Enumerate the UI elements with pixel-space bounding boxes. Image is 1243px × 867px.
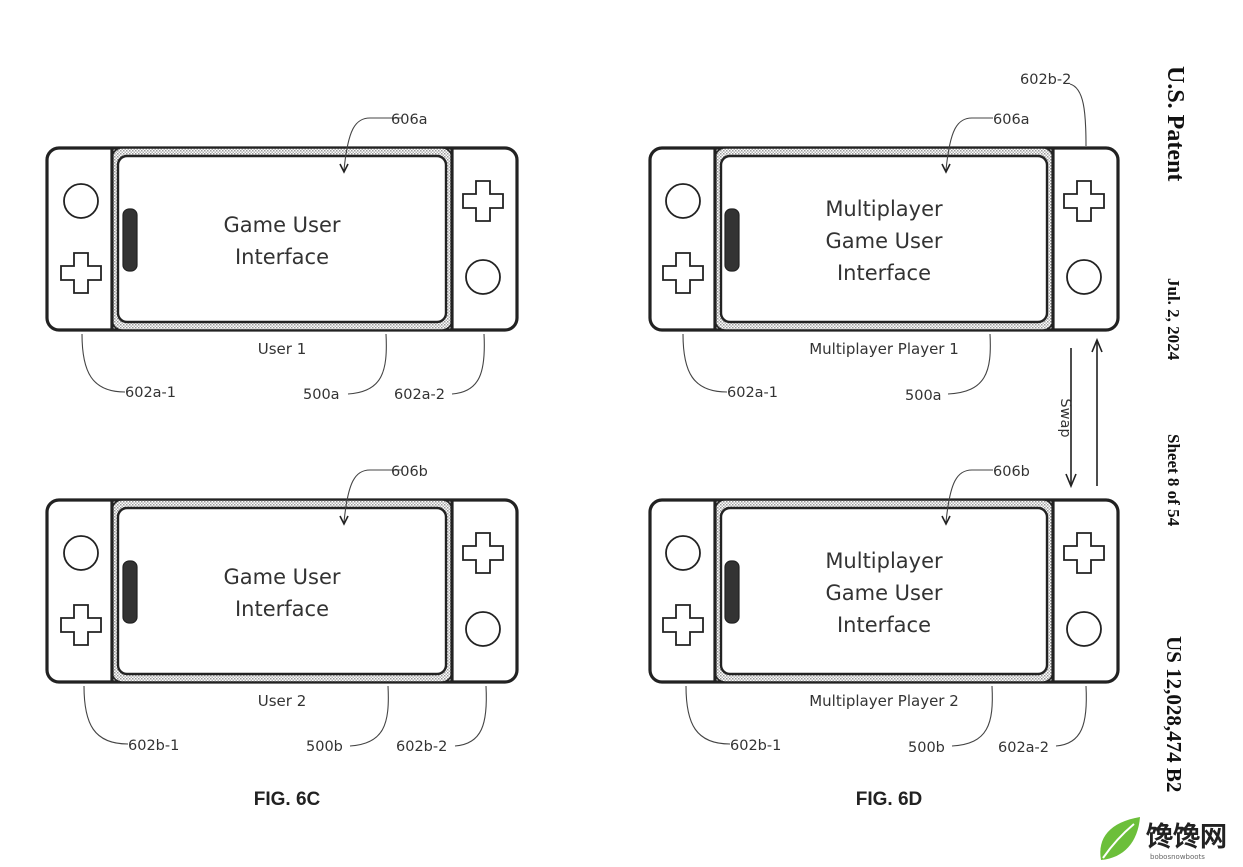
header-publisher: U.S. Patent bbox=[1162, 66, 1188, 181]
ref-display: 606b bbox=[993, 464, 1030, 480]
ref-left-controller: 602b-1 bbox=[128, 738, 179, 754]
ref-device: 500b bbox=[306, 739, 343, 755]
device-500a-fig6d: Multiplayer Game User Interface Multipla… bbox=[648, 72, 1120, 404]
display-screen bbox=[116, 154, 448, 324]
button-circle-icon bbox=[63, 183, 99, 219]
display-screen bbox=[719, 506, 1049, 676]
screen-line-1: Multiplayer bbox=[825, 549, 943, 573]
watermark-text: 馋馋网 bbox=[1146, 822, 1227, 853]
button-circle-icon bbox=[63, 535, 99, 571]
device-500b-fig6d: Multiplayer Game User Interface Multipla… bbox=[648, 464, 1120, 756]
button-circle-icon bbox=[465, 611, 501, 647]
camera-notch bbox=[724, 208, 740, 272]
ref-left-controller: 602a-1 bbox=[125, 385, 176, 401]
header-date: Jul. 2, 2024 bbox=[1164, 278, 1183, 361]
screen-line-2: Game User bbox=[825, 229, 942, 253]
header-patent-number: US 12,028,474 B2 bbox=[1162, 636, 1186, 792]
figure-label: FIG. 6C bbox=[254, 789, 321, 810]
device-500a-fig6c: Game User Interface User 1 606a 602a-1 5… bbox=[45, 112, 519, 403]
ref-right-controller: 602a-2 bbox=[998, 740, 1049, 756]
ref-left-controller: 602b-1 bbox=[730, 738, 781, 754]
screen-line-2: Interface bbox=[235, 245, 329, 269]
device-500b-fig6c: Game User Interface User 2 606b 602b-1 5… bbox=[45, 464, 519, 755]
ref-device: 500a bbox=[303, 387, 340, 403]
button-circle-icon bbox=[665, 535, 701, 571]
display-screen bbox=[719, 154, 1049, 324]
device-caption: Multiplayer Player 2 bbox=[809, 692, 959, 710]
button-circle-icon bbox=[465, 259, 501, 295]
ref-right-controller: 602b-2 bbox=[396, 739, 447, 755]
device-caption: User 2 bbox=[258, 692, 307, 710]
swap-arrows: Swap bbox=[1057, 337, 1103, 489]
fig-6c: Game User Interface User 1 606a 602a-1 5… bbox=[45, 112, 519, 810]
screen-line-1: Game User bbox=[223, 565, 340, 589]
camera-notch bbox=[724, 560, 740, 624]
watermark-subtext: bobosnowboots bbox=[1150, 853, 1205, 861]
header-sheet: Sheet 8 of 54 bbox=[1164, 434, 1183, 527]
site-watermark: 馋馋网 bobosnowboots bbox=[1100, 817, 1227, 861]
device-caption: Multiplayer Player 1 bbox=[809, 340, 959, 358]
camera-notch bbox=[122, 560, 138, 624]
fig-6d: Multiplayer Game User Interface Multipla… bbox=[648, 72, 1120, 810]
ref-device: 500a bbox=[905, 388, 942, 404]
leaf-logo-icon bbox=[1100, 817, 1140, 860]
ref-left-controller: 602a-1 bbox=[727, 385, 778, 401]
patent-header: U.S. Patent Jul. 2, 2024 Sheet 8 of 54 U… bbox=[1162, 66, 1188, 792]
screen-line-1: Multiplayer bbox=[825, 197, 943, 221]
device-caption: User 1 bbox=[258, 340, 307, 358]
ref-top-right-controller: 602b-2 bbox=[1020, 72, 1071, 88]
ref-display: 606b bbox=[391, 464, 428, 480]
ref-right-controller: 602a-2 bbox=[394, 387, 445, 403]
swap-label: Swap bbox=[1057, 398, 1073, 437]
screen-line-2: Interface bbox=[235, 597, 329, 621]
screen-line-3: Interface bbox=[837, 261, 931, 285]
ref-device: 500b bbox=[908, 740, 945, 756]
button-circle-icon bbox=[665, 183, 701, 219]
screen-line-1: Game User bbox=[223, 213, 340, 237]
ref-display: 606a bbox=[993, 112, 1030, 128]
figure-label: FIG. 6D bbox=[856, 789, 923, 810]
screen-line-2: Game User bbox=[825, 581, 942, 605]
screen-line-3: Interface bbox=[837, 613, 931, 637]
display-screen bbox=[116, 506, 448, 676]
button-circle-icon bbox=[1066, 611, 1102, 647]
button-circle-icon bbox=[1066, 259, 1102, 295]
ref-display: 606a bbox=[391, 112, 428, 128]
camera-notch bbox=[122, 208, 138, 272]
